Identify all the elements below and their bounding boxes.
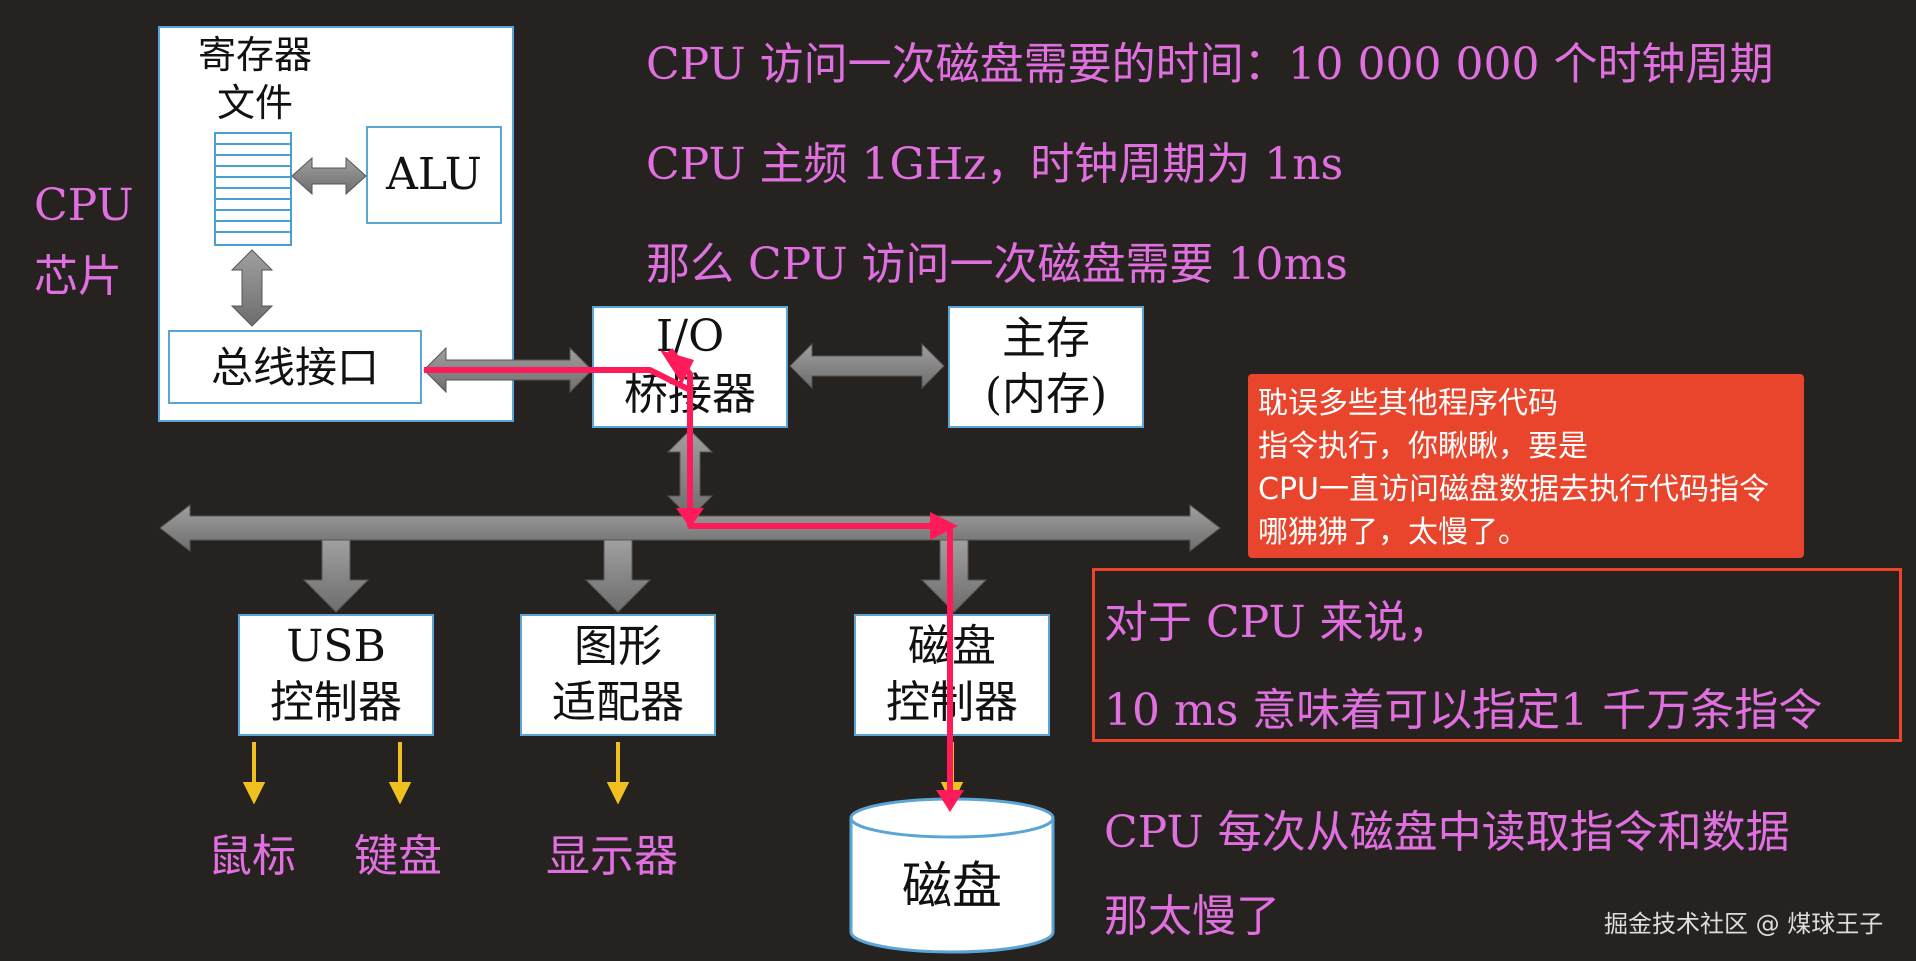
note-line-3: CPU一直访问磁盘数据去执行代码指令 <box>1258 472 1769 507</box>
highlight-frame <box>1092 568 1902 742</box>
bus-interface-label: 总线接口 <box>210 343 379 392</box>
cpu-label-1: CPU <box>34 180 134 231</box>
bus-disk-arrow <box>920 539 988 613</box>
graphics-adapter-box <box>520 614 716 736</box>
bottom-line-2: 那太慢了 <box>1104 891 1280 942</box>
register-file-label-1: 寄存器 <box>197 33 312 77</box>
frame-line-2: 10 ms 意味着可以指定1 千万条指令 <box>1104 685 1823 736</box>
bus-graphics-arrow <box>584 539 652 613</box>
mouse-label: 鼠标 <box>208 831 296 882</box>
cpu-label-2: 芯片 <box>34 251 122 302</box>
text-line-2: CPU 主频 1GHz，时钟周期为 1ns <box>646 139 1344 190</box>
disk-cylinder <box>849 797 1055 954</box>
note-line-1: 耽误多些其他程序代码 <box>1258 386 1558 421</box>
main-memory-box <box>948 306 1144 428</box>
text-line-3: 那么 CPU 访问一次磁盘需要 10ms <box>646 239 1348 290</box>
main-memory-label-2: (内存) <box>984 369 1108 420</box>
bus-usb-arrow <box>302 539 370 613</box>
note-line-2: 指令执行，你瞅瞅，要是 <box>1258 429 1588 464</box>
alu-box <box>366 126 502 224</box>
graphics-adapter-label-2: 适配器 <box>552 677 684 728</box>
display-label: 显示器 <box>546 831 678 882</box>
bus-interface-box <box>168 330 422 404</box>
text-line-1: CPU 访问一次磁盘需要的时间：10 000 000 个时钟周期 <box>646 39 1774 90</box>
watermark: 掘金技术社区 @ 煤球王子 <box>1604 910 1884 938</box>
frame-line-1: 对于 CPU 来说， <box>1104 597 1452 648</box>
register-file-icon <box>214 132 292 246</box>
disk-label: 磁盘 <box>902 857 1002 915</box>
regfile-alu-arrow <box>291 156 367 196</box>
note-line-4: 哪狒狒了，太慢了。 <box>1258 515 1528 550</box>
graphics-adapter-label-1: 图形 <box>574 621 662 672</box>
memory-bus-arrow <box>789 342 945 390</box>
usb-controller-label-1: USB <box>286 621 386 672</box>
comment-note: 耽误多些其他程序代码 指令执行，你瞅瞅，要是 CPU一直访问磁盘数据去执行代码指… <box>1248 374 1804 558</box>
alu-label: ALU <box>386 149 482 200</box>
main-memory-label-1: 主存 <box>1002 313 1090 364</box>
bottom-line-1: CPU 每次从磁盘中读取指令和数据 <box>1104 807 1790 858</box>
register-file-label-2: 文件 <box>216 81 293 125</box>
usb-controller-label-2: 控制器 <box>270 677 402 728</box>
keyboard-label: 键盘 <box>354 831 442 882</box>
usb-controller-box <box>238 614 434 736</box>
regfile-bus-arrow <box>230 249 274 327</box>
